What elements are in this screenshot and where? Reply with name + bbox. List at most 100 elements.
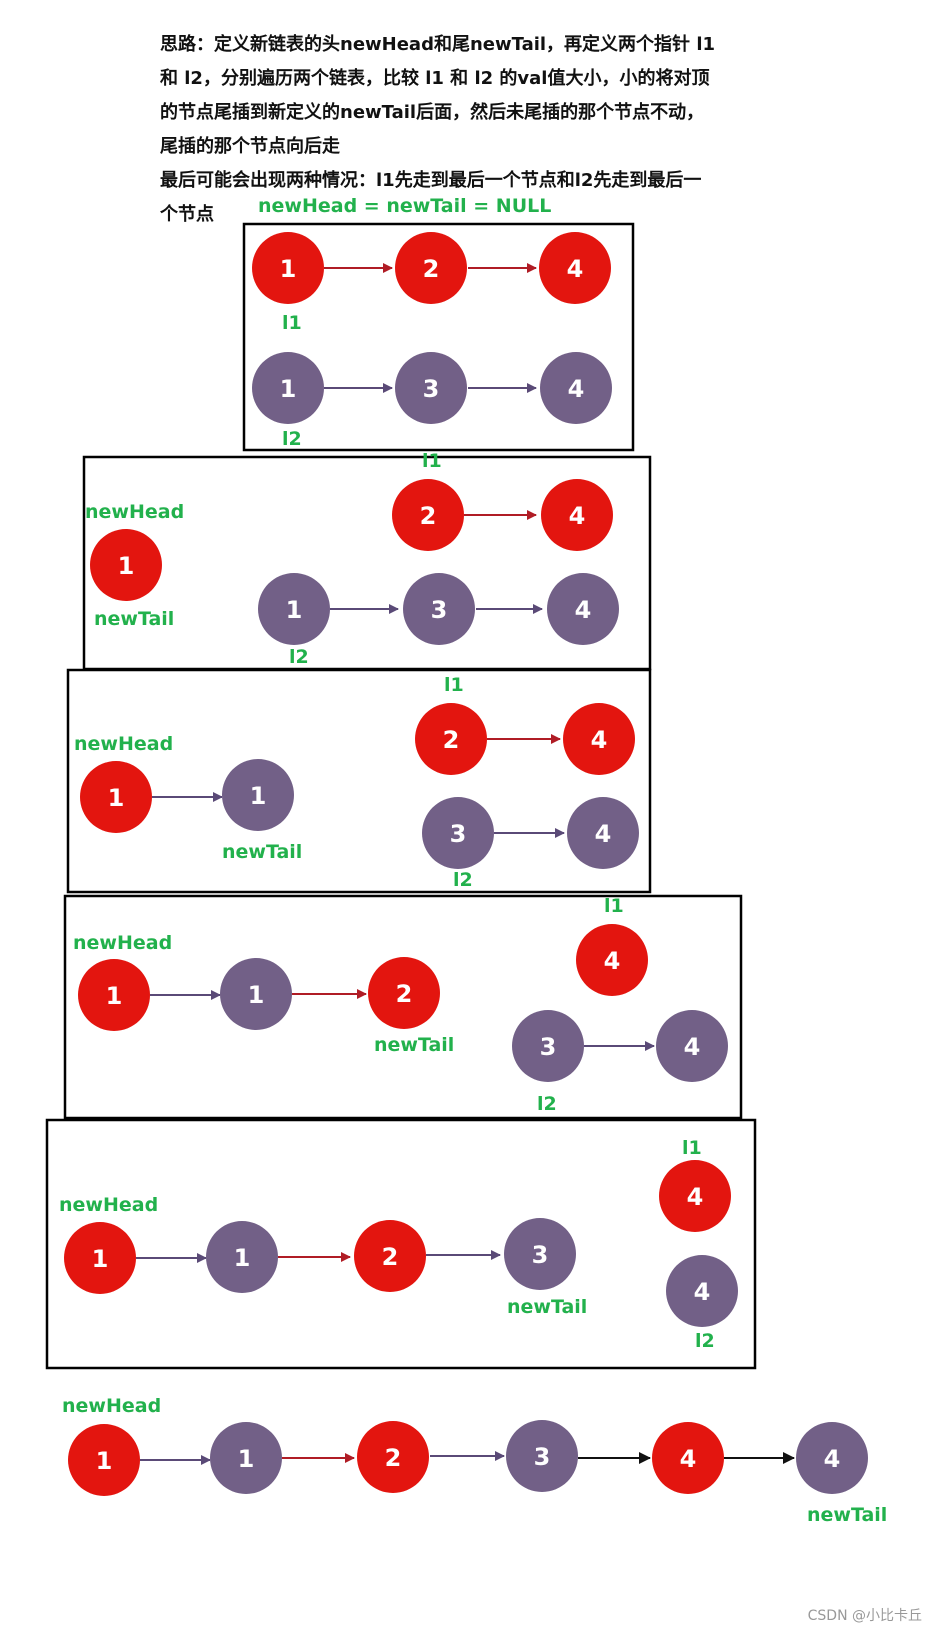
step-frame bbox=[45, 1118, 757, 1370]
list-node bbox=[541, 479, 613, 551]
pointer-label: l1 bbox=[422, 450, 442, 472]
node-value: 1 bbox=[286, 596, 303, 624]
list-node bbox=[80, 761, 152, 833]
list-node bbox=[68, 1424, 140, 1496]
head-label: newHead bbox=[73, 932, 172, 954]
node-value: 1 bbox=[108, 784, 125, 812]
node-value: 4 bbox=[595, 820, 612, 848]
pointer-label: l2 bbox=[282, 428, 302, 450]
node-value: 1 bbox=[280, 255, 297, 283]
list-node bbox=[252, 352, 324, 424]
list-node bbox=[78, 959, 150, 1031]
list-node bbox=[220, 958, 292, 1030]
tail-label: newTail bbox=[374, 1034, 454, 1056]
step-frame bbox=[66, 668, 652, 894]
node-value: 2 bbox=[420, 502, 437, 530]
intro-line: 的节点尾插到新定义的newTail后面，然后未尾插的那个节点不动， bbox=[160, 102, 705, 123]
list-node bbox=[64, 1222, 136, 1294]
node-value: 1 bbox=[106, 982, 123, 1010]
node-value: 3 bbox=[450, 820, 467, 848]
node-value: 3 bbox=[540, 1033, 557, 1061]
tail-label: newTail bbox=[222, 841, 302, 863]
list-node bbox=[422, 797, 494, 869]
head-label: newHead bbox=[74, 733, 173, 755]
tail-label: newTail bbox=[94, 608, 174, 630]
step-3: 1 1 2 4 3 4 newHead newTail l1 l2 bbox=[74, 674, 639, 891]
step-1: 1 2 4 1 3 4 l1 l2 bbox=[252, 232, 612, 450]
list-node bbox=[392, 479, 464, 551]
node-value: 1 bbox=[96, 1447, 113, 1475]
pointer-label: l1 bbox=[444, 674, 464, 696]
list-node bbox=[506, 1420, 578, 1492]
list-node bbox=[666, 1255, 738, 1327]
list-node bbox=[395, 232, 467, 304]
node-value: 2 bbox=[443, 726, 460, 754]
list-node bbox=[796, 1422, 868, 1494]
list-node bbox=[90, 529, 162, 601]
intro-line: 最后可能会出现两种情况：l1先走到最后一个节点和l2先走到最后一 bbox=[160, 170, 702, 191]
list-node bbox=[258, 573, 330, 645]
list-node bbox=[504, 1218, 576, 1290]
node-value: 2 bbox=[385, 1444, 402, 1472]
node-value: 4 bbox=[687, 1183, 704, 1211]
list-node bbox=[415, 703, 487, 775]
node-value: 4 bbox=[680, 1445, 697, 1473]
node-value: 1 bbox=[238, 1445, 255, 1473]
list-node bbox=[576, 924, 648, 996]
step-2: 1 2 4 1 3 4 newHead newTail l1 l2 bbox=[85, 450, 619, 668]
node-value: 4 bbox=[684, 1033, 701, 1061]
intro-line: 尾插的那个节点向后走 bbox=[160, 136, 340, 157]
pointer-label: l2 bbox=[289, 646, 309, 668]
list-node bbox=[222, 759, 294, 831]
node-value: 4 bbox=[694, 1278, 711, 1306]
step-frame bbox=[242, 222, 635, 452]
list-node bbox=[567, 797, 639, 869]
step-6: 1 1 2 3 4 4 newHead newTail bbox=[62, 1395, 887, 1526]
list-node bbox=[659, 1160, 731, 1232]
node-value: 4 bbox=[824, 1445, 841, 1473]
node-value: 4 bbox=[568, 375, 585, 403]
node-value: 4 bbox=[604, 947, 621, 975]
node-value: 1 bbox=[248, 981, 265, 1009]
node-value: 1 bbox=[118, 552, 135, 580]
list-node bbox=[403, 573, 475, 645]
node-value: 1 bbox=[234, 1244, 251, 1272]
intro-line: 个节点 bbox=[160, 204, 214, 225]
list-node bbox=[354, 1220, 426, 1292]
pointer-label: l1 bbox=[604, 895, 624, 917]
list-node bbox=[656, 1010, 728, 1082]
intro-text: 思路：定义新链表的头newHead和尾newTail，再定义两个指针 l1 和 … bbox=[160, 28, 760, 232]
node-value: 2 bbox=[382, 1243, 399, 1271]
node-value: 2 bbox=[396, 980, 413, 1008]
head-label: newHead bbox=[62, 1395, 161, 1417]
step-5: 1 1 2 3 4 4 newHead newTail l1 l2 bbox=[59, 1137, 738, 1352]
intro-line: 和 l2，分别遍历两个链表，比较 l1 和 l2 的val值大小，小的将对顶 bbox=[160, 68, 710, 89]
tail-label: newTail bbox=[507, 1296, 587, 1318]
list-node bbox=[563, 703, 635, 775]
init-label: newHead = newTail = NULL bbox=[258, 195, 551, 217]
list-node bbox=[210, 1422, 282, 1494]
list-node bbox=[357, 1421, 429, 1493]
node-value: 4 bbox=[567, 255, 584, 283]
list-node bbox=[206, 1221, 278, 1293]
list-node bbox=[368, 957, 440, 1029]
watermark: CSDN @小比卡丘 bbox=[807, 1608, 922, 1624]
pointer-label: l2 bbox=[537, 1093, 557, 1115]
head-label: newHead bbox=[59, 1194, 158, 1216]
list-node bbox=[540, 352, 612, 424]
pointer-label: l1 bbox=[282, 312, 302, 334]
intro-line: 思路：定义新链表的头newHead和尾newTail，再定义两个指针 l1 bbox=[160, 34, 716, 55]
node-value: 1 bbox=[280, 375, 297, 403]
node-value: 1 bbox=[250, 782, 267, 810]
step-frame bbox=[63, 894, 743, 1120]
head-label: newHead bbox=[85, 501, 184, 523]
pointer-label: l1 bbox=[682, 1137, 702, 1159]
pointer-label: l2 bbox=[695, 1330, 715, 1352]
node-value: 4 bbox=[575, 596, 592, 624]
list-node bbox=[652, 1422, 724, 1494]
node-value: 4 bbox=[569, 502, 586, 530]
node-value: 3 bbox=[534, 1443, 551, 1471]
list-node bbox=[512, 1010, 584, 1082]
list-node bbox=[252, 232, 324, 304]
